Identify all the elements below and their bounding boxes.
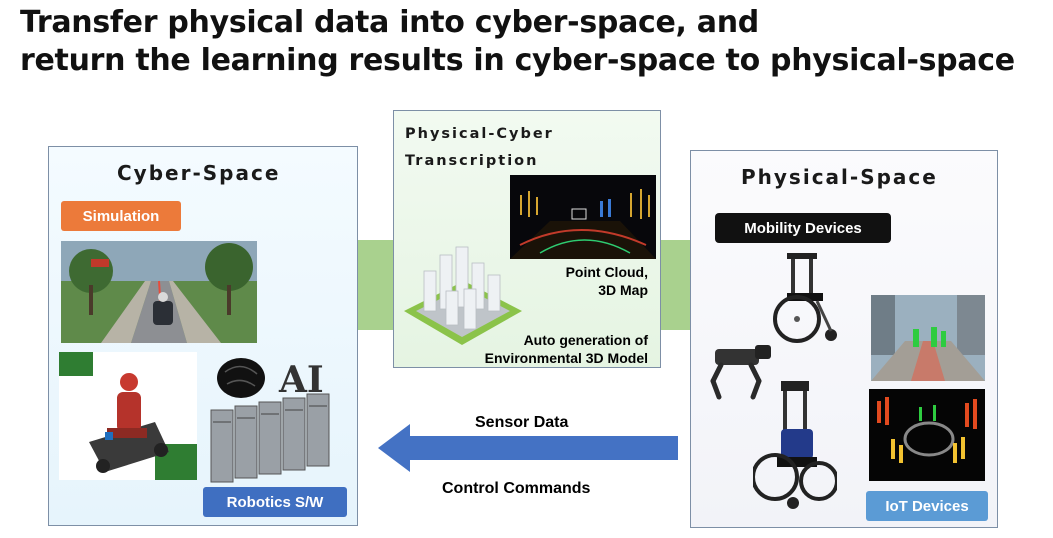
city-3d-model-image — [404, 246, 522, 345]
transcription-title-line-1: Physical-Cyber — [405, 126, 554, 142]
wheelchair-image — [773, 253, 837, 343]
transcription-panel: Physical-Cyber Transcription Point Cloud… — [393, 110, 661, 368]
physical-space-panel: Physical-Space Mobility Devices — [690, 150, 998, 528]
title-line-1: Transfer physical data into cyber-space,… — [20, 5, 759, 40]
street-camera-image — [871, 295, 985, 381]
auto-generation-label: Auto generation of Environmental 3D Mode… — [485, 331, 648, 367]
sensor-visualization-image — [869, 389, 985, 481]
cyber-space-title: Cyber-Space — [117, 161, 281, 185]
iot-devices-badge: IoT Devices — [866, 491, 988, 521]
control-commands-label: Control Commands — [442, 480, 591, 497]
title-line-2: return the learning results in cyber-spa… — [20, 43, 1015, 78]
simulation-street-image — [61, 241, 257, 343]
sensor-data-label: Sensor Data — [475, 414, 569, 431]
point-cloud-image — [510, 175, 656, 259]
physical-space-title: Physical-Space — [741, 165, 938, 189]
transcription-title-line-2: Transcription — [405, 153, 539, 169]
auto-generation-label-line-2: Environmental 3D Model — [484, 350, 648, 366]
blue-data-arrow — [378, 424, 678, 472]
robotics-sw-badge: Robotics S/W — [203, 487, 347, 517]
simulation-badge: Simulation — [61, 201, 181, 231]
page-title: Transfer physical data into cyber-space,… — [20, 4, 1050, 80]
point-cloud-label-line-1: Point Cloud, — [565, 264, 648, 280]
mobility-devices-badge: Mobility Devices — [715, 213, 891, 243]
robot-model-image — [59, 352, 197, 480]
robotic-wheelchair-image — [753, 381, 837, 509]
ai-servers-image: AI — [210, 358, 330, 483]
point-cloud-label-line-2: 3D Map — [598, 282, 648, 298]
cyber-space-panel: Cyber-Space Simulation AI — [48, 146, 358, 526]
auto-generation-label-line-1: Auto generation of — [523, 332, 648, 348]
point-cloud-label: Point Cloud, 3D Map — [566, 263, 648, 299]
transcription-title: Physical-Cyber Transcription — [405, 121, 575, 175]
robot-dog-image — [710, 345, 771, 400]
